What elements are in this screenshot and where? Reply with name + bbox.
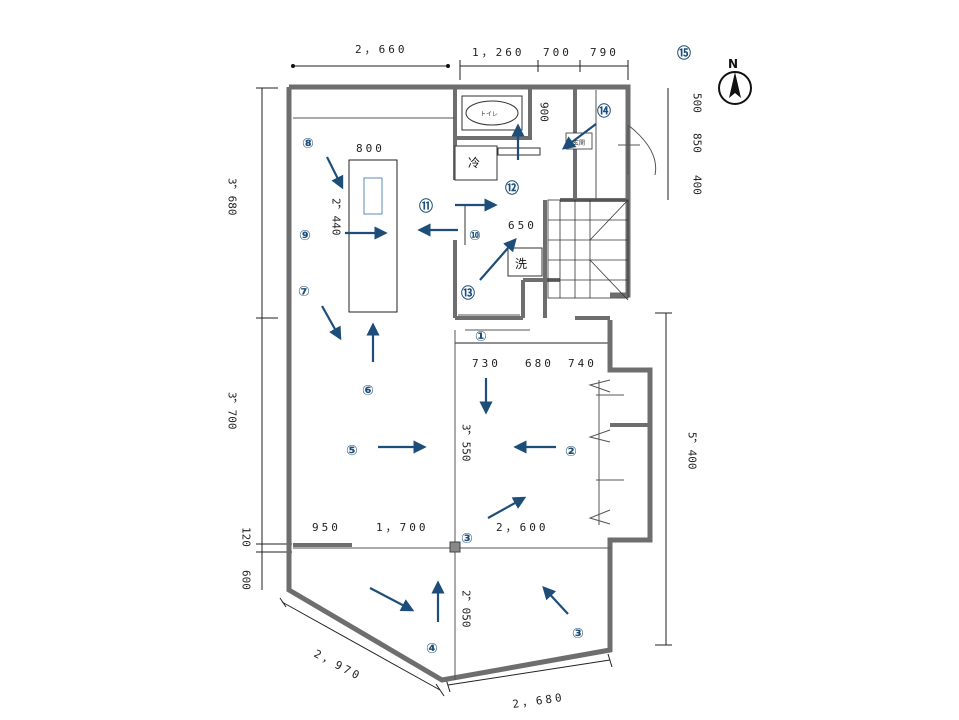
outer-walls bbox=[286, 84, 653, 683]
vertical-dimension-texts: 3，680 3，700 120 600 500 850 400 5，400 2，… bbox=[226, 93, 704, 628]
marker-10: ⑩ bbox=[469, 228, 481, 244]
dim-island-width: 800 bbox=[356, 142, 385, 155]
entrance-label: 玄関 bbox=[573, 139, 585, 147]
dim-900: 900 bbox=[538, 102, 551, 122]
island-counter bbox=[348, 159, 398, 313]
north-compass-icon: N bbox=[718, 57, 752, 105]
dim-650: 650 bbox=[508, 219, 537, 232]
dim-top-790: 790 bbox=[590, 46, 619, 59]
dim-top-left: 2，660 bbox=[355, 43, 408, 56]
fridge: 冷 bbox=[454, 145, 498, 181]
dim-2970: 2，970 bbox=[312, 647, 364, 683]
marker-9: ⑨ bbox=[299, 228, 311, 244]
dim-120: 120 bbox=[240, 527, 253, 547]
marker-5: ⑤ bbox=[346, 443, 358, 459]
dim-2600: 2，600 bbox=[496, 521, 549, 534]
dim-600: 600 bbox=[240, 570, 253, 590]
dim-2680: 2，680 bbox=[512, 691, 566, 711]
marker-7: ⑦ bbox=[298, 284, 310, 300]
column bbox=[449, 541, 461, 553]
marker-3b: ③ bbox=[572, 626, 584, 642]
marker-4: ④ bbox=[426, 641, 438, 657]
staircase bbox=[547, 199, 629, 301]
marker-2: ② bbox=[565, 444, 577, 460]
dimension-texts: 2，660 1，260 700 790 800 650 730 680 740 … bbox=[312, 43, 619, 711]
dim-top-700: 700 bbox=[543, 46, 572, 59]
dim-island-length: 2，440 bbox=[330, 198, 343, 236]
dim-730: 730 bbox=[472, 357, 501, 370]
marker-3a: ③ bbox=[461, 531, 473, 547]
dim-400: 400 bbox=[691, 175, 704, 195]
dimension-lines bbox=[256, 60, 672, 697]
marker-6: ⑥ bbox=[362, 383, 374, 399]
dim-2050: 2，050 bbox=[460, 590, 473, 628]
dim-top-1260: 1，260 bbox=[472, 46, 525, 59]
view-arrows bbox=[321, 123, 597, 622]
dim-5400: 5，400 bbox=[686, 432, 699, 470]
marker-13: ⑬ bbox=[461, 285, 475, 302]
toilet-label: トイレ bbox=[480, 111, 498, 118]
dim-500: 500 bbox=[691, 93, 704, 113]
marker-15: ⑮ bbox=[677, 45, 691, 62]
dim-3550: 3，550 bbox=[460, 424, 473, 462]
dim-3680: 3，680 bbox=[226, 178, 239, 216]
dim-850: 850 bbox=[691, 133, 704, 153]
washer-label: 洗 bbox=[515, 257, 527, 271]
thin-lines bbox=[293, 90, 657, 680]
washer: 洗 bbox=[507, 247, 543, 277]
north-label: N bbox=[728, 57, 738, 71]
marker-11: ⑪ bbox=[419, 198, 433, 215]
dim-1700: 1，700 bbox=[376, 521, 429, 534]
dim-680: 680 bbox=[525, 357, 554, 370]
marker-8: ⑧ bbox=[302, 136, 314, 152]
marker-12: ⑫ bbox=[505, 180, 519, 197]
dim-950: 950 bbox=[312, 521, 341, 534]
marker-14: ⑭ bbox=[597, 103, 611, 120]
fridge-label: 冷 bbox=[468, 156, 480, 170]
marker-1: ① bbox=[475, 329, 487, 345]
dim-740: 740 bbox=[568, 357, 597, 370]
dim-3700: 3，700 bbox=[226, 392, 239, 430]
toilet: トイレ bbox=[461, 95, 523, 131]
markers: ① ② ③ ③ ④ ⑤ ⑥ ⑦ ⑧ ⑨ ⑩ ⑪ ⑫ ⑬ ⑭ ⑮ bbox=[298, 45, 691, 657]
